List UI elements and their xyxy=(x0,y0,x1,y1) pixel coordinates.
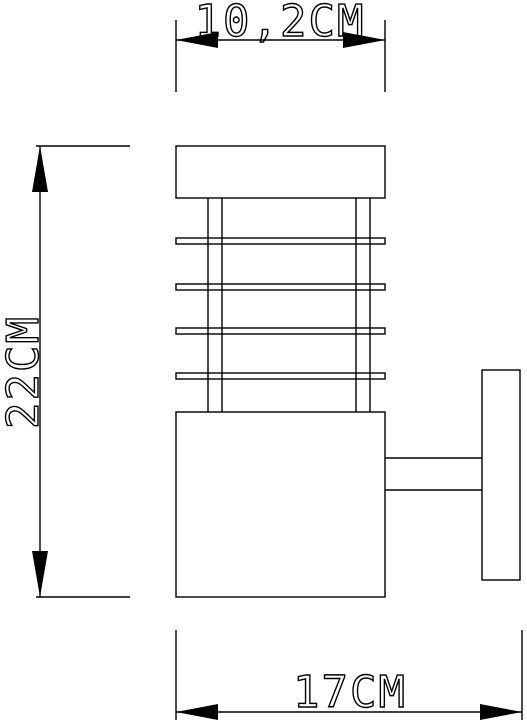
width-label: 10,2CM xyxy=(195,0,366,47)
grille-bar xyxy=(175,237,386,245)
depth-dimension: 17CM xyxy=(175,630,523,720)
height-arrow-bottom xyxy=(32,551,48,597)
depth-label: 17CM xyxy=(293,667,407,718)
height-label: 22CM xyxy=(0,315,49,429)
height-dimension: 22CM xyxy=(0,145,130,598)
lamp-wall-plate xyxy=(481,369,521,581)
lamp-base xyxy=(175,411,386,598)
lamp-grille xyxy=(175,237,386,380)
lamp-top-cap xyxy=(175,145,386,199)
depth-arrow-left xyxy=(176,704,218,720)
width-dimension: 10,2CM xyxy=(175,0,386,92)
width-arrow-right xyxy=(343,32,385,48)
grille-bar xyxy=(175,283,386,291)
lamp-mounting-arm xyxy=(385,457,482,491)
depth-arrow-right xyxy=(480,704,522,720)
grille-bar xyxy=(175,372,386,380)
lamp-posts xyxy=(207,198,371,412)
width-arrow-left xyxy=(176,32,218,48)
lamp xyxy=(175,145,521,598)
height-arrow-top xyxy=(32,146,48,192)
grille-bar xyxy=(175,327,386,335)
